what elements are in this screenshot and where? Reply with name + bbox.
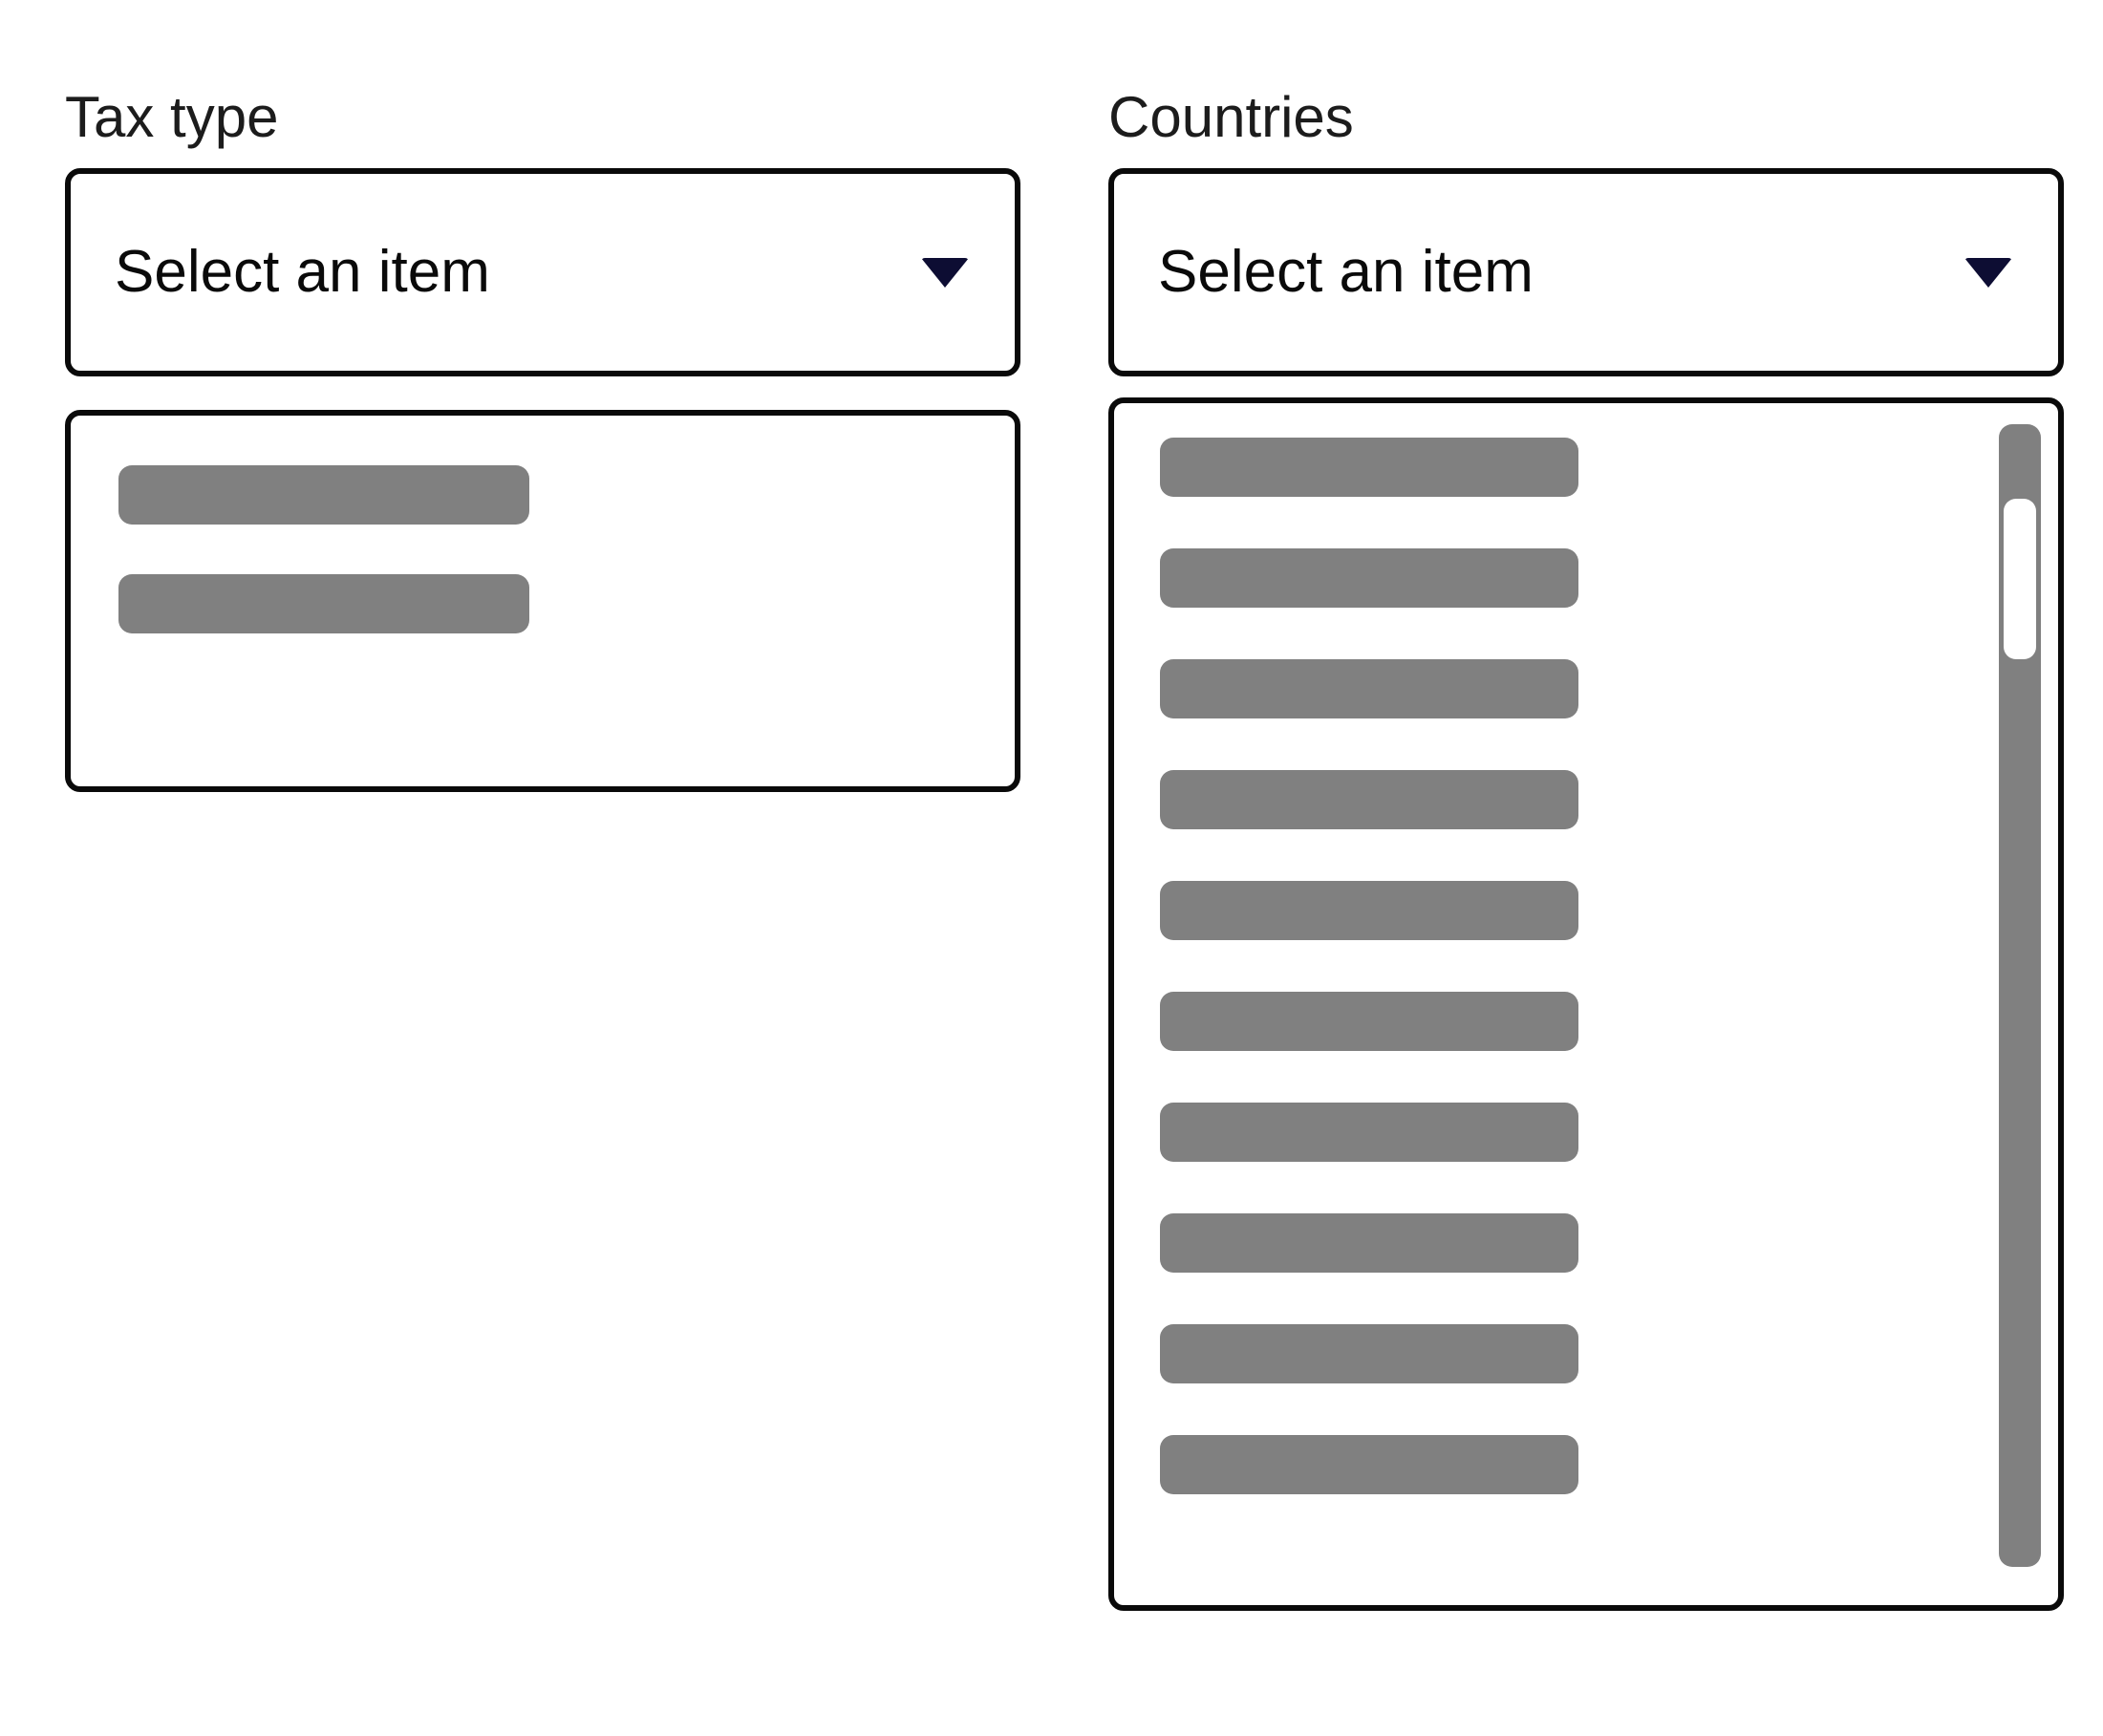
select-countries[interactable]: Select an item [1108, 168, 2064, 376]
field-group-tax-type: Tax type Select an item [65, 84, 1020, 792]
skeleton-row [1160, 548, 1578, 608]
skeleton-row [1160, 1213, 1578, 1273]
skeleton-row [1160, 1103, 1578, 1162]
skeleton-row [118, 574, 529, 633]
skeleton-row [1160, 992, 1578, 1051]
select-tax-type[interactable]: Select an item [65, 168, 1020, 376]
skeleton-row [1160, 1324, 1578, 1383]
scrollbar-countries[interactable] [1999, 424, 2041, 1567]
field-label-countries: Countries [1108, 85, 1354, 149]
caret-down-icon[interactable] [1964, 257, 2012, 288]
select-tax-type-value: Select an item [115, 239, 490, 305]
results-panel-countries[interactable] [1108, 397, 2064, 1611]
results-panel-tax-type[interactable] [65, 410, 1020, 792]
skeleton-row [1160, 881, 1578, 940]
skeleton-list-countries [1114, 438, 2058, 1605]
caret-down-icon[interactable] [921, 257, 969, 288]
select-countries-value: Select an item [1158, 239, 1534, 305]
skeleton-row [1160, 438, 1578, 497]
skeleton-row [1160, 770, 1578, 829]
field-label-tax-type: Tax type [65, 85, 279, 149]
skeleton-row [1160, 659, 1578, 718]
skeleton-row [118, 465, 529, 525]
skeleton-row [1160, 1435, 1578, 1494]
skeleton-list-tax-type [71, 465, 1015, 786]
field-group-countries: Countries Select an item [1108, 84, 2064, 1611]
scrollbar-thumb[interactable] [2004, 499, 2036, 659]
